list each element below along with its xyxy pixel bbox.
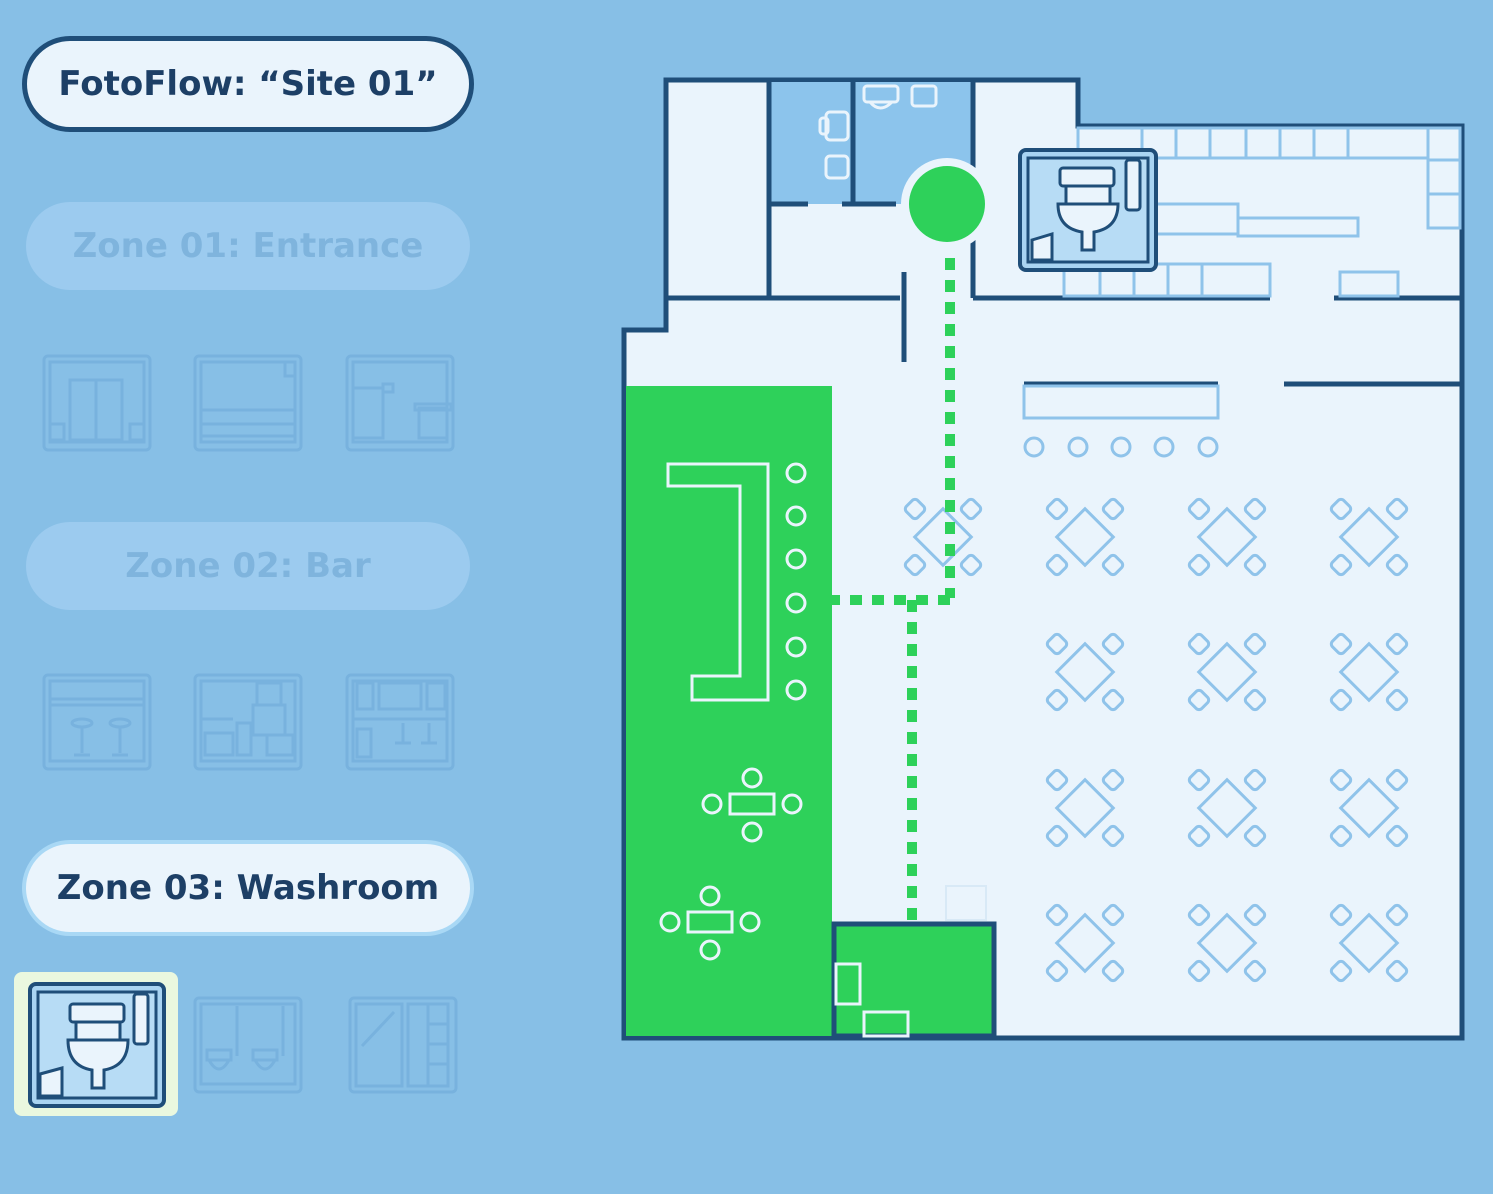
entrance-bench-icon[interactable] [193,354,303,452]
dining-table [1329,768,1409,848]
dining-table [1045,768,1125,848]
dining-table [1187,903,1267,983]
dining-table [1329,903,1409,983]
zone-01-button[interactable]: Zone 01: Entrance [26,202,470,290]
dining-table [1187,497,1267,577]
app-title: FotoFlow: “Site 01” [22,36,474,132]
entrance-desk-icon[interactable] [345,354,455,452]
dining-table [1187,632,1267,712]
toilet-stall-icon[interactable] [28,982,166,1108]
entrance-zone-area [626,386,832,1036]
washroom-stall-left [769,82,851,204]
bar-counter-icon[interactable] [345,673,455,771]
dining-table [1329,632,1409,712]
dining-table [903,497,983,577]
dining-table [1187,768,1267,848]
entrance-doors-icon[interactable] [42,354,152,452]
dining-table [1045,632,1125,712]
dining-table [1045,903,1125,983]
washroom-door-icon[interactable] [348,996,458,1094]
floor-area [621,77,1465,1041]
washroom-zone-area [831,921,997,1039]
dining-table [1045,497,1125,577]
bar-shelves-icon[interactable] [193,673,303,771]
zone-03-button[interactable]: Zone 03: Washroom [26,844,470,932]
floor-plan [621,77,1465,1041]
bar-stools-icon[interactable] [42,673,152,771]
washroom-sinks-icon[interactable] [193,996,303,1094]
map-toilet-icon [1018,148,1158,272]
zone-02-button[interactable]: Zone 02: Bar [26,522,470,610]
dining-table [1329,497,1409,577]
